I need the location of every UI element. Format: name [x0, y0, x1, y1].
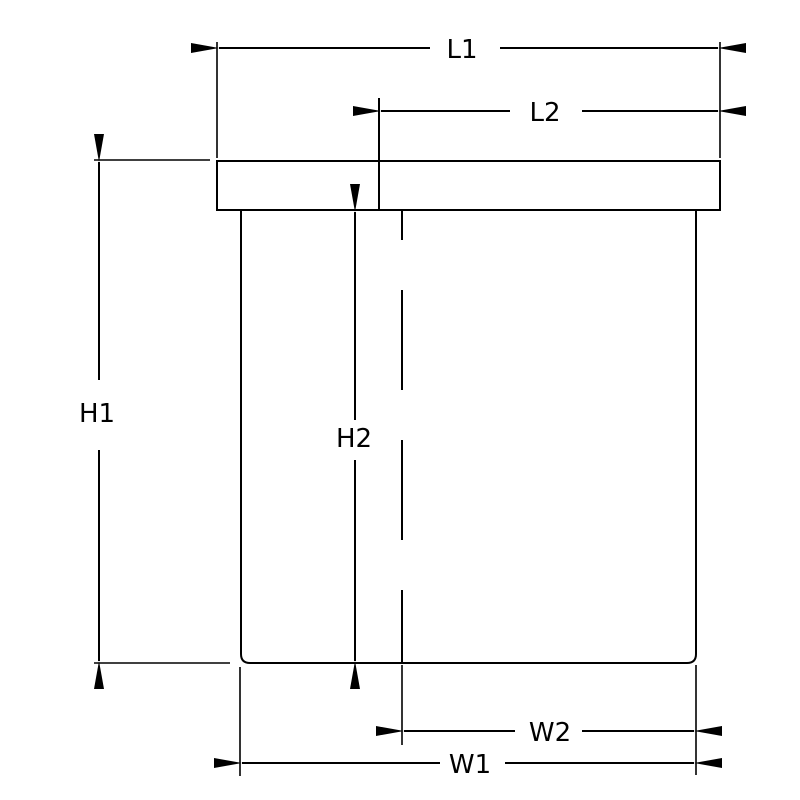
- label-w1: W1: [449, 750, 491, 780]
- label-h1: H1: [79, 399, 115, 429]
- dimension-l2: L2: [353, 98, 746, 128]
- dimension-h1: H1: [79, 134, 230, 689]
- dimension-h2: H2: [336, 184, 372, 689]
- dimension-l1: L1: [191, 35, 746, 158]
- label-h2: H2: [336, 424, 372, 454]
- label-w2: W2: [529, 718, 571, 748]
- dimension-w2: W2: [376, 665, 722, 775]
- dimension-w1: W1: [214, 667, 722, 780]
- label-l1: L1: [446, 35, 477, 65]
- container-body: [240, 210, 697, 664]
- label-l2: L2: [529, 98, 560, 128]
- lid: [216, 98, 721, 211]
